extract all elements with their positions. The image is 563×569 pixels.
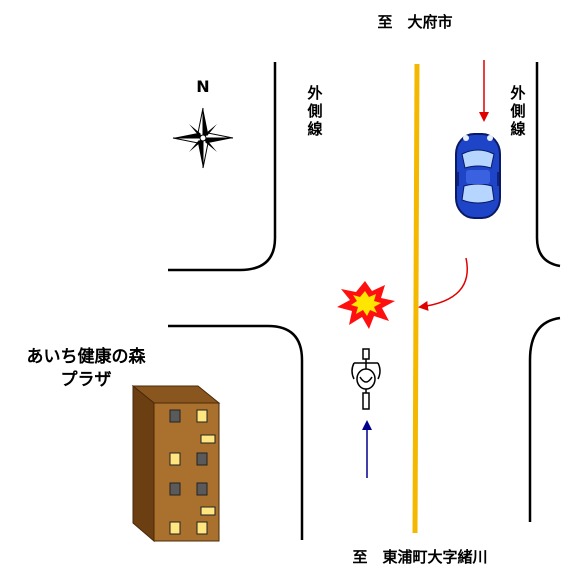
car-icon [455, 133, 501, 219]
svg-text:側: 側 [306, 102, 322, 120]
road-edge-upper-right [535, 62, 561, 268]
building-name-line1: あいち健康の森 [27, 346, 147, 367]
car-turn-arrow [418, 257, 468, 311]
building-name-line2: プラザ [61, 369, 112, 390]
outer-line-label-right: 外 側 線 [509, 84, 525, 138]
road-edge-lower-left [168, 324, 304, 540]
center-line [412, 63, 420, 534]
building-icon [131, 384, 221, 543]
svg-text:外: 外 [306, 84, 322, 102]
svg-text:側: 側 [509, 102, 525, 120]
compass-north-label: N [196, 77, 209, 96]
outer-line-label-left: 外 側 線 [306, 84, 322, 138]
north-destination-label: 至 大府市 [377, 13, 452, 31]
road-edges [168, 62, 561, 540]
collision-burst-icon [337, 281, 395, 329]
svg-text:線: 線 [307, 120, 322, 138]
south-destination-label: 至 東浦町大字緒川 [352, 548, 487, 566]
compass-rose-icon [172, 107, 234, 169]
building-windows [169, 409, 216, 535]
road-edge-lower-right [528, 316, 561, 522]
bicycle-icon [351, 348, 381, 410]
svg-text:線: 線 [510, 120, 525, 138]
road-edge-upper-left [168, 62, 277, 272]
svg-text:外: 外 [509, 84, 525, 102]
